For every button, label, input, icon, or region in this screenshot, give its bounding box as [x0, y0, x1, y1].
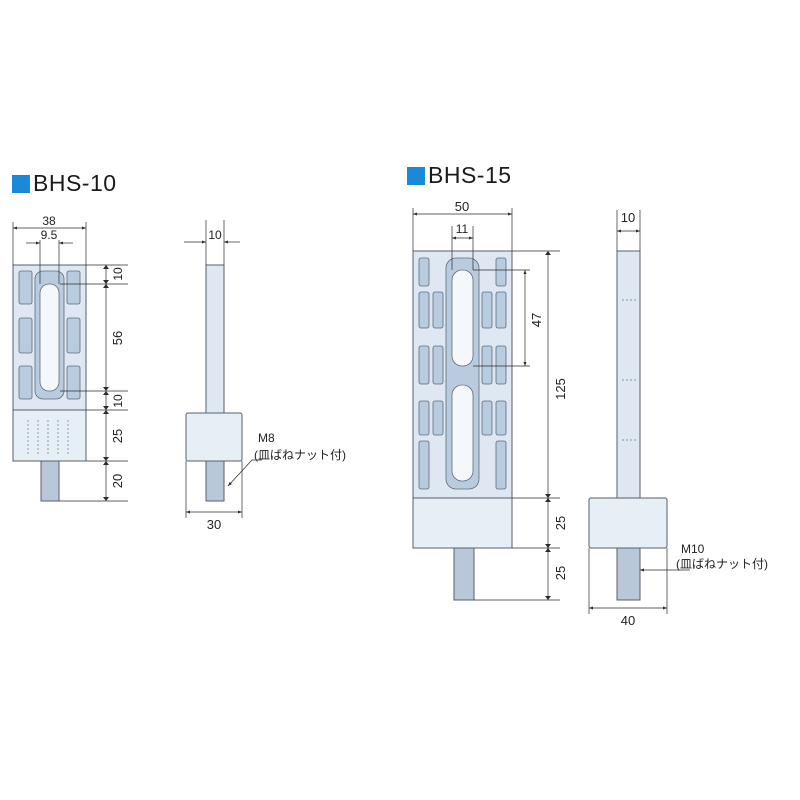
bhs15-title-marker — [407, 166, 425, 185]
bhs15-title: BHS-15 — [407, 162, 512, 189]
bhs15-front-base — [412, 497, 513, 549]
bhs15-title-text: BHS-15 — [428, 162, 512, 188]
bhs15-dim-base-height: 25 — [553, 516, 568, 530]
bhs15-dim-body-height: 125 — [553, 378, 568, 400]
bhs10-dim-thickness: 10 — [208, 228, 222, 242]
bhs15-dim-width: 50 — [455, 199, 469, 214]
bhs15-dim-base-width: 40 — [621, 613, 635, 628]
bhs15-dim-bolt-length: 25 — [553, 566, 568, 580]
bhs10-slot — [39, 283, 60, 392]
bhs10-title-marker — [12, 174, 30, 193]
bhs15-thread-note: M10 — [681, 542, 705, 556]
bhs10-dim-bottom-margin: 10 — [111, 394, 125, 408]
bhs15-nut-note: (皿ばねナット付) — [676, 557, 768, 571]
bhs10-nut-note: (皿ばねナット付) — [254, 448, 346, 462]
bhs15-front-bolt — [453, 547, 475, 601]
bhs10-front-base — [12, 409, 87, 462]
bhs15-side-view: 10 40 M10 (皿ばねナット付) — [588, 210, 768, 628]
bhs10-side-body — [205, 264, 225, 416]
bhs15-upper-slot — [451, 269, 474, 367]
bhs10-thread-note: M8 — [258, 431, 275, 445]
bhs15-dim-slot-length: 47 — [529, 313, 544, 327]
bhs15-side-body — [616, 250, 641, 504]
bhs15-dim-slot-width: 11 — [456, 222, 469, 236]
bhs15-front-view: 50 11 47 125 25 25 — [412, 199, 568, 601]
bhs10-dim-width: 38 — [42, 214, 56, 228]
bhs10-side-view: 10 30 M8 (皿ばねナット付) — [184, 220, 346, 532]
bhs15-side-bolt — [616, 547, 641, 601]
bhs10-dim-bolt-length: 20 — [110, 474, 125, 488]
bhs10-title: BHS-10 — [12, 170, 117, 197]
bhs15-lower-slot — [451, 384, 474, 482]
bhs10-dim-base-height: 25 — [110, 429, 125, 443]
bhs15-side-base — [588, 497, 668, 549]
bhs10-title-text: BHS-10 — [33, 170, 117, 196]
bhs10-side-bolt — [205, 460, 225, 502]
bhs10-front-bolt — [40, 460, 60, 502]
bhs10-dim-slot-length: 56 — [110, 331, 125, 345]
bhs10-front-view: 38 9.5 10 56 10 25 20 — [12, 214, 128, 502]
bhs10-side-base — [185, 412, 243, 462]
bhs10-dim-top-margin: 10 — [111, 267, 125, 281]
bhs15-dim-thickness: 10 — [621, 210, 635, 225]
bhs10-dim-slot-width: 9.5 — [41, 228, 58, 242]
bhs10-dim-base-width: 30 — [207, 517, 221, 532]
